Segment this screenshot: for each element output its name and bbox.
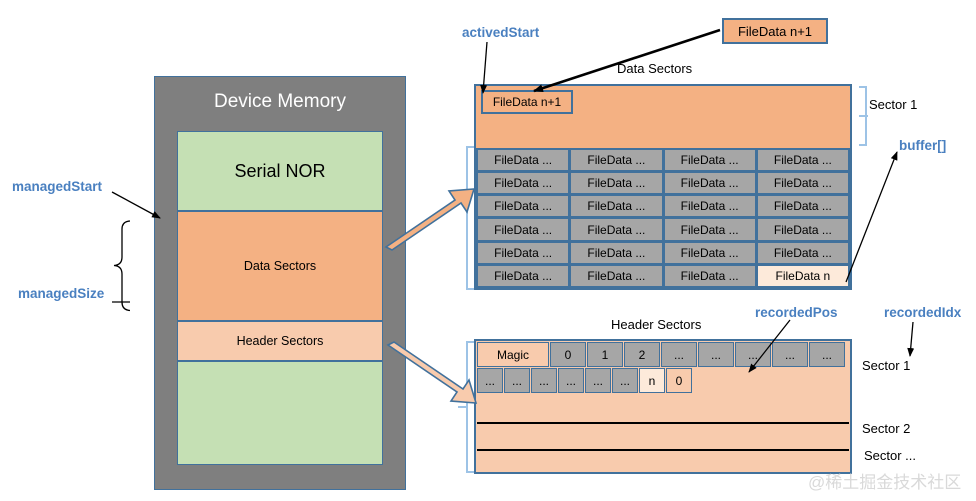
header-sector-divider-2 [477, 449, 849, 451]
data-cell-filedata: FileData ... [663, 264, 756, 287]
device-memory-box: Device Memory Serial NOR Data Sectors He… [154, 76, 406, 490]
memory-block-header-sectors: Header Sectors [177, 321, 383, 361]
header-row2-cell-3: ... [558, 368, 584, 393]
data-cell-grid: FileData ...FileData ...FileData ...File… [476, 148, 850, 288]
label-recorded-pos: recordedPos [755, 305, 838, 320]
device-memory-title: Device Memory [214, 91, 346, 112]
label-header-sector-more: Sector ... [864, 448, 917, 463]
data-cell-filedata-n-plus-1: FileData n+1 [481, 90, 573, 114]
memory-block-serial-nor: Serial NOR [177, 131, 383, 211]
arrow-recorded-idx [907, 321, 915, 357]
header-cell-2: 2 [624, 342, 660, 367]
brace-header-table-tick [458, 406, 467, 408]
title-header-sectors: Header Sectors [611, 317, 702, 332]
label-header-sector-2: Sector 2 [862, 421, 911, 436]
header-row2-cell-1: ... [504, 368, 530, 393]
data-cell-filedata: FileData ... [477, 172, 570, 195]
header-cell-dotsdotsdots: ... [698, 342, 734, 367]
data-cell-filedata: FileData ... [756, 218, 849, 241]
header-cell-magic: Magic [477, 342, 549, 367]
data-sector-1-region: FileData n+1 [476, 86, 850, 148]
memory-block-data-sectors: Data Sectors [177, 211, 383, 321]
title-data-sectors: Data Sectors [617, 61, 693, 76]
brace-managed-size [113, 220, 131, 312]
label-managed-size: managedSize [18, 286, 105, 301]
data-cell-filedata-n: FileData n [756, 264, 849, 287]
label-actived-start: activedStart [462, 25, 540, 40]
data-cell-filedata: FileData ... [756, 149, 849, 172]
data-cell-filedata: FileData ... [570, 241, 663, 264]
data-cell-filedata: FileData ... [663, 195, 756, 218]
label-managed-start: managedStart [12, 179, 103, 194]
data-cell-filedata: FileData ... [663, 149, 756, 172]
brace-data-grid [466, 146, 474, 290]
label-buffer: buffer[] [899, 138, 947, 153]
data-cell-filedata: FileData ... [756, 195, 849, 218]
header-cell-dotsdotsdots: ... [735, 342, 771, 367]
header-row2-cell-2: ... [531, 368, 557, 393]
data-cell-filedata: FileData ... [663, 241, 756, 264]
data-cell-filedata: FileData ... [756, 241, 849, 264]
data-cell-filedata: FileData ... [477, 195, 570, 218]
callout-filedata-n-plus-1: FileData n+1 [722, 18, 828, 44]
data-cell-filedata: FileData ... [663, 172, 756, 195]
header-row2-cell-6: n [639, 368, 665, 393]
brace-header-table [466, 341, 474, 473]
header-row2-cell-4: ... [585, 368, 611, 393]
data-cell-filedata: FileData ... [756, 172, 849, 195]
header-sector-divider-1 [477, 422, 849, 424]
header-cell-dotsdotsdots: ... [661, 342, 697, 367]
header-row2-cell-5: ... [612, 368, 638, 393]
data-cell-filedata: FileData ... [570, 218, 663, 241]
arrow-buffer [845, 151, 898, 283]
label-recorded-idx: recordedIdx [884, 305, 962, 320]
data-sectors-table: FileData n+1 FileData ...FileData ...Fil… [474, 84, 852, 290]
data-cell-filedata: FileData ... [477, 218, 570, 241]
arrow-managed-start [111, 191, 161, 219]
label-header-sector-1: Sector 1 [862, 358, 911, 373]
data-cell-filedata: FileData ... [663, 218, 756, 241]
data-cell-filedata: FileData ... [570, 195, 663, 218]
data-cell-filedata: FileData ... [570, 172, 663, 195]
header-cell-dotsdotsdots: ... [809, 342, 845, 367]
header-cell-0: 0 [550, 342, 586, 367]
data-cell-filedata: FileData ... [570, 264, 663, 287]
label-data-sector-1: Sector 1 [869, 97, 918, 112]
data-cell-filedata: FileData ... [477, 241, 570, 264]
header-row2-cell-0: ... [477, 368, 503, 393]
data-cell-filedata: FileData ... [570, 149, 663, 172]
memory-block-free-space [177, 361, 383, 465]
header-cell-1: 1 [587, 342, 623, 367]
header-cell-dotsdotsdots: ... [772, 342, 808, 367]
data-cell-filedata: FileData ... [477, 149, 570, 172]
header-row2-cell-7: 0 [666, 368, 692, 393]
data-cell-filedata: FileData ... [477, 264, 570, 287]
watermark: @稀土掘金技术社区 [808, 473, 962, 492]
brace-data-sector-1-tick [859, 115, 868, 117]
